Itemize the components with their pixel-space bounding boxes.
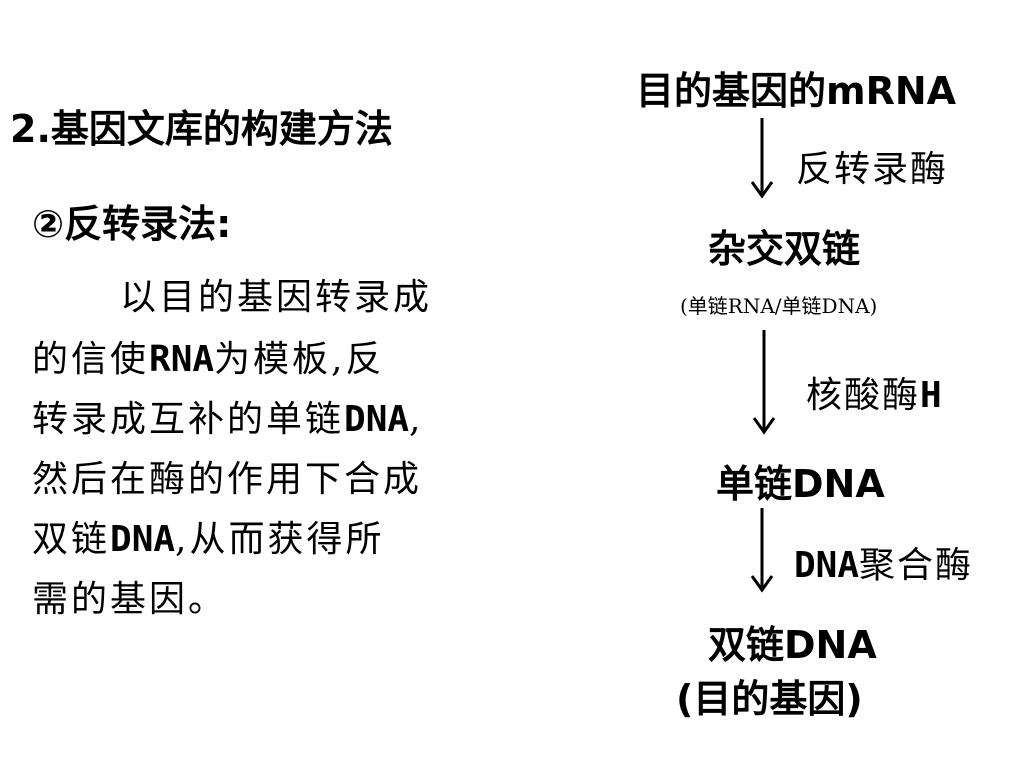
- flow-node-hybrid-duplex-note: (单链RNA/单链DNA): [680, 294, 878, 318]
- paragraph-text: ,: [409, 399, 424, 440]
- paragraph-line-5: 双链DNA,从而获得所: [32, 510, 385, 562]
- paragraph-term-dna: DNA: [344, 399, 410, 440]
- flow-arrow-3: [750, 508, 774, 593]
- paragraph-text: 为模板,反: [214, 339, 385, 380]
- method-title: ②反转录法:: [32, 202, 232, 246]
- flow-node-single-strand-dna: 单链DNA: [716, 462, 885, 506]
- enzyme-term: H: [920, 375, 942, 416]
- paragraph-line-2: 的信使RNA为模板,反: [32, 330, 385, 382]
- flow-enzyme-nuclease-h: 核酸酶H: [806, 366, 942, 418]
- enzyme-text: 核酸酶: [806, 375, 921, 416]
- paragraph-term-rna: RNA: [149, 339, 215, 380]
- paragraph-line-1: 以目的基因转录成: [120, 268, 432, 320]
- paragraph-text: ,从而获得所: [175, 519, 385, 560]
- enzyme-term: DNA: [794, 545, 860, 586]
- flow-node-target-gene: (目的基因): [676, 677, 863, 721]
- flow-enzyme-dna-polymerase: DNA聚合酶: [794, 536, 973, 588]
- flow-arrow-1: [750, 118, 774, 199]
- paragraph-term-dna: DNA: [110, 519, 176, 560]
- paragraph-line-6: 需的基因。: [32, 570, 227, 622]
- flow-node-double-strand-dna: 双链DNA: [708, 623, 877, 667]
- flow-node-hybrid-duplex: 杂交双链: [708, 227, 861, 271]
- flow-node-mrna: 目的基因的mRNA: [636, 69, 957, 113]
- enzyme-text: 聚合酶: [859, 545, 974, 586]
- flow-arrow-2: [752, 330, 776, 435]
- paragraph-text: 以目的基因转录成: [120, 277, 433, 318]
- paragraph-text: 双链: [32, 519, 111, 560]
- flow-enzyme-reverse-transcriptase: 反转录酶: [796, 149, 949, 190]
- paragraph-text: 需的基因。: [32, 579, 228, 620]
- slide-heading: 2.基因文库的构建方法: [10, 107, 393, 151]
- paragraph-text: 然后在酶的作用下合成: [32, 459, 423, 500]
- paragraph-text: 的信使: [32, 339, 150, 380]
- paragraph-line-3: 转录成互补的单链DNA,: [32, 390, 424, 442]
- paragraph-text: 转录成互补的单链: [32, 399, 345, 440]
- paragraph-line-4: 然后在酶的作用下合成: [32, 450, 422, 502]
